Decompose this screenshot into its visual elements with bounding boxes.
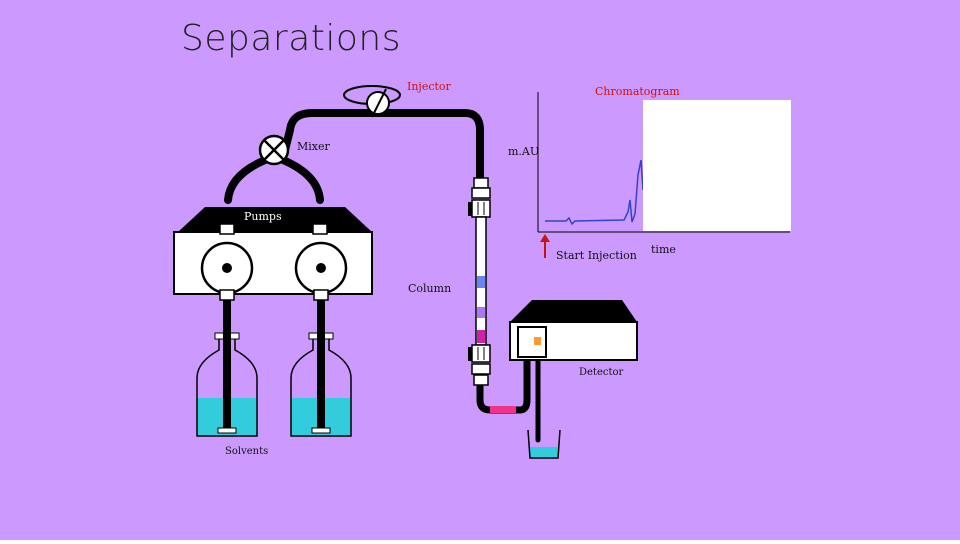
column-band-magenta bbox=[477, 330, 485, 343]
start-injection-arrow bbox=[540, 234, 550, 258]
detector-top bbox=[510, 300, 637, 322]
start-injection-label: Start Injection bbox=[556, 249, 637, 262]
solvent-bottle-left bbox=[196, 300, 258, 437]
detector-window bbox=[517, 326, 547, 358]
solvent-bottle-right bbox=[290, 300, 352, 437]
pumps-label: Pumps bbox=[244, 210, 282, 223]
injector-label: Injector bbox=[407, 80, 451, 93]
column-band-purple bbox=[477, 307, 485, 318]
detector-lamp bbox=[534, 337, 541, 345]
detector bbox=[509, 300, 638, 361]
injector bbox=[343, 85, 401, 118]
chromatogram-mask bbox=[643, 100, 791, 231]
column bbox=[468, 177, 491, 386]
column-label: Column bbox=[408, 282, 452, 295]
mixer-label: Mixer bbox=[297, 140, 330, 153]
chromatogram-label: Chromatogram bbox=[595, 85, 680, 98]
mixer-left-tube bbox=[224, 156, 269, 204]
column-band-blue bbox=[477, 276, 485, 288]
injector-handle bbox=[371, 88, 387, 118]
mixer-right-tube bbox=[279, 156, 324, 204]
mixer-to-column-tube bbox=[281, 109, 484, 184]
solvents-label: Solvents bbox=[225, 446, 269, 457]
pink-tube-section bbox=[490, 406, 516, 413]
chromatogram-trace bbox=[545, 159, 644, 226]
mixer bbox=[258, 134, 290, 166]
pump-unit bbox=[173, 207, 373, 301]
detector-label: Detector bbox=[579, 367, 624, 378]
slide-title: Separations bbox=[181, 18, 401, 59]
time-label: time bbox=[651, 243, 676, 256]
waste-beaker bbox=[527, 429, 561, 459]
mau-label: m.AU bbox=[508, 145, 540, 158]
chromatogram bbox=[537, 92, 791, 233]
